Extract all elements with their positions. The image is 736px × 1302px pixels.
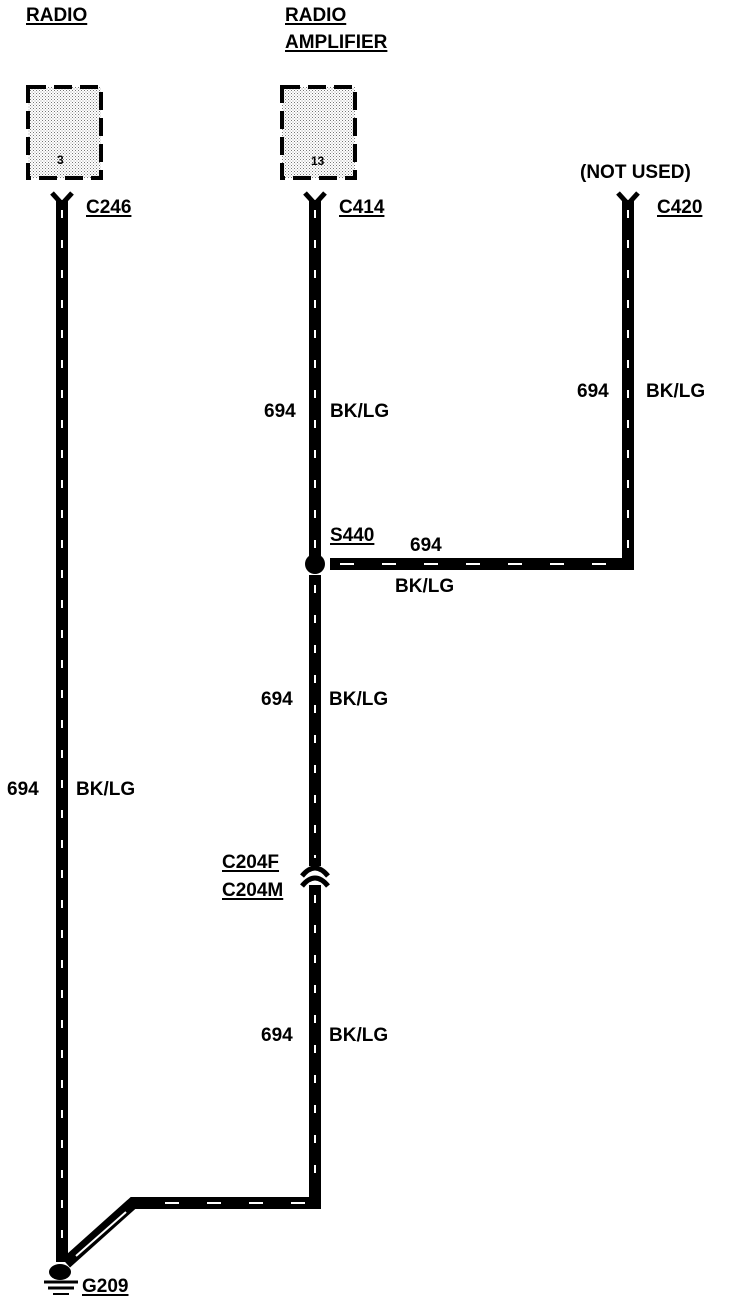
connector-c420-label: C420 <box>657 197 703 218</box>
ground-symbol-icon <box>44 1264 78 1295</box>
wire-c420-circuit: 694 <box>577 381 609 402</box>
wire-branch-circuit: 694 <box>410 535 442 556</box>
radio-title: RADIO <box>26 5 88 26</box>
inline-connector-c204 <box>300 865 330 888</box>
wire-amp-circuit: 694 <box>264 401 296 422</box>
splice-s440-dot <box>305 554 325 574</box>
wire-c204-ground-circuit: 694 <box>261 1025 293 1046</box>
wire-splice-c204-circuit: 694 <box>261 689 293 710</box>
wire-c204-to-ground <box>61 885 321 1268</box>
wire-c420-to-splice <box>330 200 634 570</box>
wire-c420-color: BK/LG <box>646 381 706 402</box>
wire-splice-c204-color: BK/LG <box>329 689 389 710</box>
c204m-label: C204M <box>222 880 284 901</box>
c204f-label: C204F <box>222 852 280 873</box>
amplifier-component <box>280 85 357 180</box>
radio-component <box>26 85 103 180</box>
amplifier-title-line2: AMPLIFIER <box>285 32 388 53</box>
radio-pin-number: 3 <box>57 153 64 167</box>
connector-c246-label: C246 <box>86 197 132 218</box>
wire-amp-color: BK/LG <box>330 401 390 422</box>
splice-s440-label: S440 <box>330 525 375 546</box>
ground-g209-label: G209 <box>82 1276 129 1297</box>
connector-c414-label: C414 <box>339 197 385 218</box>
not-used-note: (NOT USED) <box>580 162 691 183</box>
amplifier-title-line1: RADIO <box>285 5 347 26</box>
wire-radio-color: BK/LG <box>76 779 136 800</box>
wire-c204-ground-color: BK/LG <box>329 1025 389 1046</box>
wire-branch-color: BK/LG <box>395 576 455 597</box>
amplifier-pin-number: 13 <box>311 154 325 168</box>
wire-radio-circuit: 694 <box>7 779 39 800</box>
